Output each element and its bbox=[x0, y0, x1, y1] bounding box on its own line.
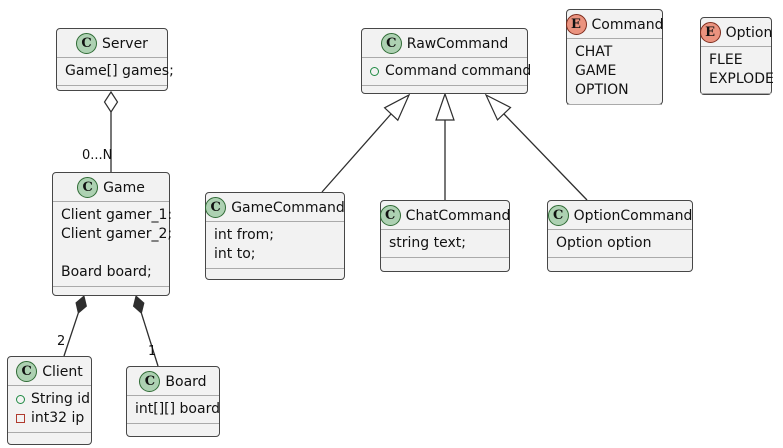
aggregation-diamond-icon bbox=[103, 90, 119, 114]
class-box-rawcommand: C RawCommand Command command bbox=[361, 28, 531, 94]
member-row: string text; bbox=[389, 235, 466, 251]
edge-game-board bbox=[140, 313, 159, 367]
class-box-client: C Client String id int32 ip bbox=[7, 356, 92, 445]
enum-value-row: GAME bbox=[575, 63, 617, 79]
class-icon: C bbox=[205, 197, 227, 218]
class-members: int[][] board bbox=[127, 396, 220, 424]
member-row: Client gamer_2; bbox=[61, 226, 173, 242]
member-row: int[][] board bbox=[135, 401, 220, 417]
member-row: int to; bbox=[214, 246, 256, 262]
generalization-arrow-icon bbox=[484, 93, 512, 121]
class-icon: C bbox=[380, 33, 402, 54]
methods-compartment bbox=[206, 269, 344, 279]
public-field-icon bbox=[370, 67, 379, 76]
enum-values: CHAT GAME OPTION bbox=[567, 39, 662, 105]
composition-diamond-icon bbox=[132, 295, 145, 315]
class-icon: C bbox=[547, 205, 569, 226]
class-members: Command command bbox=[362, 58, 531, 86]
class-members: Option option bbox=[548, 230, 692, 258]
enum-header: E Command bbox=[565, 10, 664, 39]
class-title: Game bbox=[103, 179, 145, 196]
class-title: Server bbox=[102, 35, 148, 52]
class-box-chatcommand: C ChatCommand string text; bbox=[379, 200, 511, 272]
enum-icon: E bbox=[699, 22, 721, 43]
enum-box-option: E Option FLEE EXPLODE bbox=[699, 17, 774, 95]
methods-compartment bbox=[548, 258, 692, 271]
member-row bbox=[61, 244, 161, 263]
enum-icon: E bbox=[565, 14, 587, 35]
edge-gamecommand-rawcommand bbox=[321, 113, 392, 193]
member-row: int from; bbox=[214, 227, 274, 243]
class-box-game: C Game Client gamer_1: Client gamer_2; B… bbox=[52, 172, 173, 296]
edge-label-multiplicity: 1 bbox=[148, 344, 156, 359]
member-row: int32 ip bbox=[16, 409, 84, 428]
enum-value-row: EXPLODE bbox=[709, 71, 774, 87]
class-box-gamecommand: C GameCommand int from; int to; bbox=[205, 192, 345, 280]
class-title: GameCommand bbox=[231, 199, 345, 216]
class-box-server: C Server Game[] games; bbox=[56, 28, 174, 93]
class-members: String id int32 ip bbox=[8, 386, 91, 433]
class-icon: C bbox=[77, 177, 99, 198]
member-row: String id bbox=[16, 390, 90, 409]
class-box-board: C Board int[][] board bbox=[126, 366, 220, 437]
class-header: C RawCommand bbox=[362, 29, 527, 58]
member-row: Board board; bbox=[61, 264, 152, 280]
methods-compartment bbox=[8, 433, 91, 444]
class-header: C GameCommand bbox=[205, 193, 345, 222]
enum-values: FLEE EXPLODE bbox=[701, 47, 774, 94]
class-title: ChatCommand bbox=[405, 207, 511, 224]
generalization-arrow-icon bbox=[435, 92, 455, 121]
enum-value-row: OPTION bbox=[575, 82, 629, 98]
class-title: Client bbox=[42, 363, 83, 380]
enum-value-row: FLEE bbox=[709, 52, 743, 68]
methods-compartment bbox=[53, 287, 169, 295]
edge-label-multiplicity: 0...N bbox=[82, 148, 112, 163]
class-icon: C bbox=[76, 33, 98, 54]
methods-compartment bbox=[57, 86, 167, 93]
methods-compartment bbox=[381, 258, 509, 271]
class-title: OptionCommand bbox=[573, 207, 693, 224]
enum-value-row: CHAT bbox=[575, 44, 613, 60]
class-header: C Server bbox=[57, 29, 167, 58]
methods-compartment bbox=[701, 94, 771, 101]
class-members: Client gamer_1: Client gamer_2; Board bo… bbox=[53, 202, 173, 287]
methods-compartment bbox=[127, 424, 219, 436]
enum-header: E Option bbox=[699, 18, 773, 47]
class-box-optioncommand: C OptionCommand Option option bbox=[547, 200, 693, 272]
public-field-icon bbox=[16, 395, 25, 404]
member-row: Option option bbox=[556, 235, 652, 251]
class-members: int from; int to; bbox=[206, 222, 344, 269]
class-title: Board bbox=[165, 373, 207, 390]
class-icon: C bbox=[139, 371, 161, 392]
enum-title: Command bbox=[591, 16, 664, 33]
edge-label-multiplicity: 2 bbox=[57, 334, 65, 349]
edge-optioncommand-rawcommand bbox=[503, 113, 588, 201]
enum-title: Option bbox=[725, 24, 773, 41]
methods-compartment bbox=[362, 86, 527, 93]
member-row: Client gamer_1: bbox=[61, 207, 173, 223]
edge-game-client bbox=[63, 312, 79, 357]
enum-box-command: E Command CHAT GAME OPTION bbox=[565, 9, 664, 105]
class-icon: C bbox=[379, 205, 401, 226]
class-members: Game[] games; bbox=[57, 58, 174, 86]
member-row: Command command bbox=[370, 62, 531, 81]
private-field-icon bbox=[16, 414, 25, 423]
class-header: C ChatCommand bbox=[379, 201, 511, 230]
class-header: C Client bbox=[8, 357, 91, 386]
class-header: C Game bbox=[53, 173, 169, 202]
generalization-arrow-icon bbox=[383, 93, 411, 122]
class-header: C Board bbox=[127, 367, 219, 396]
member-row: Game[] games; bbox=[65, 63, 174, 79]
class-members: string text; bbox=[381, 230, 509, 258]
methods-compartment bbox=[567, 105, 662, 112]
class-title: RawCommand bbox=[406, 35, 509, 52]
class-header: C OptionCommand bbox=[547, 201, 693, 230]
class-icon: C bbox=[16, 361, 38, 382]
composition-diamond-icon bbox=[75, 295, 87, 315]
